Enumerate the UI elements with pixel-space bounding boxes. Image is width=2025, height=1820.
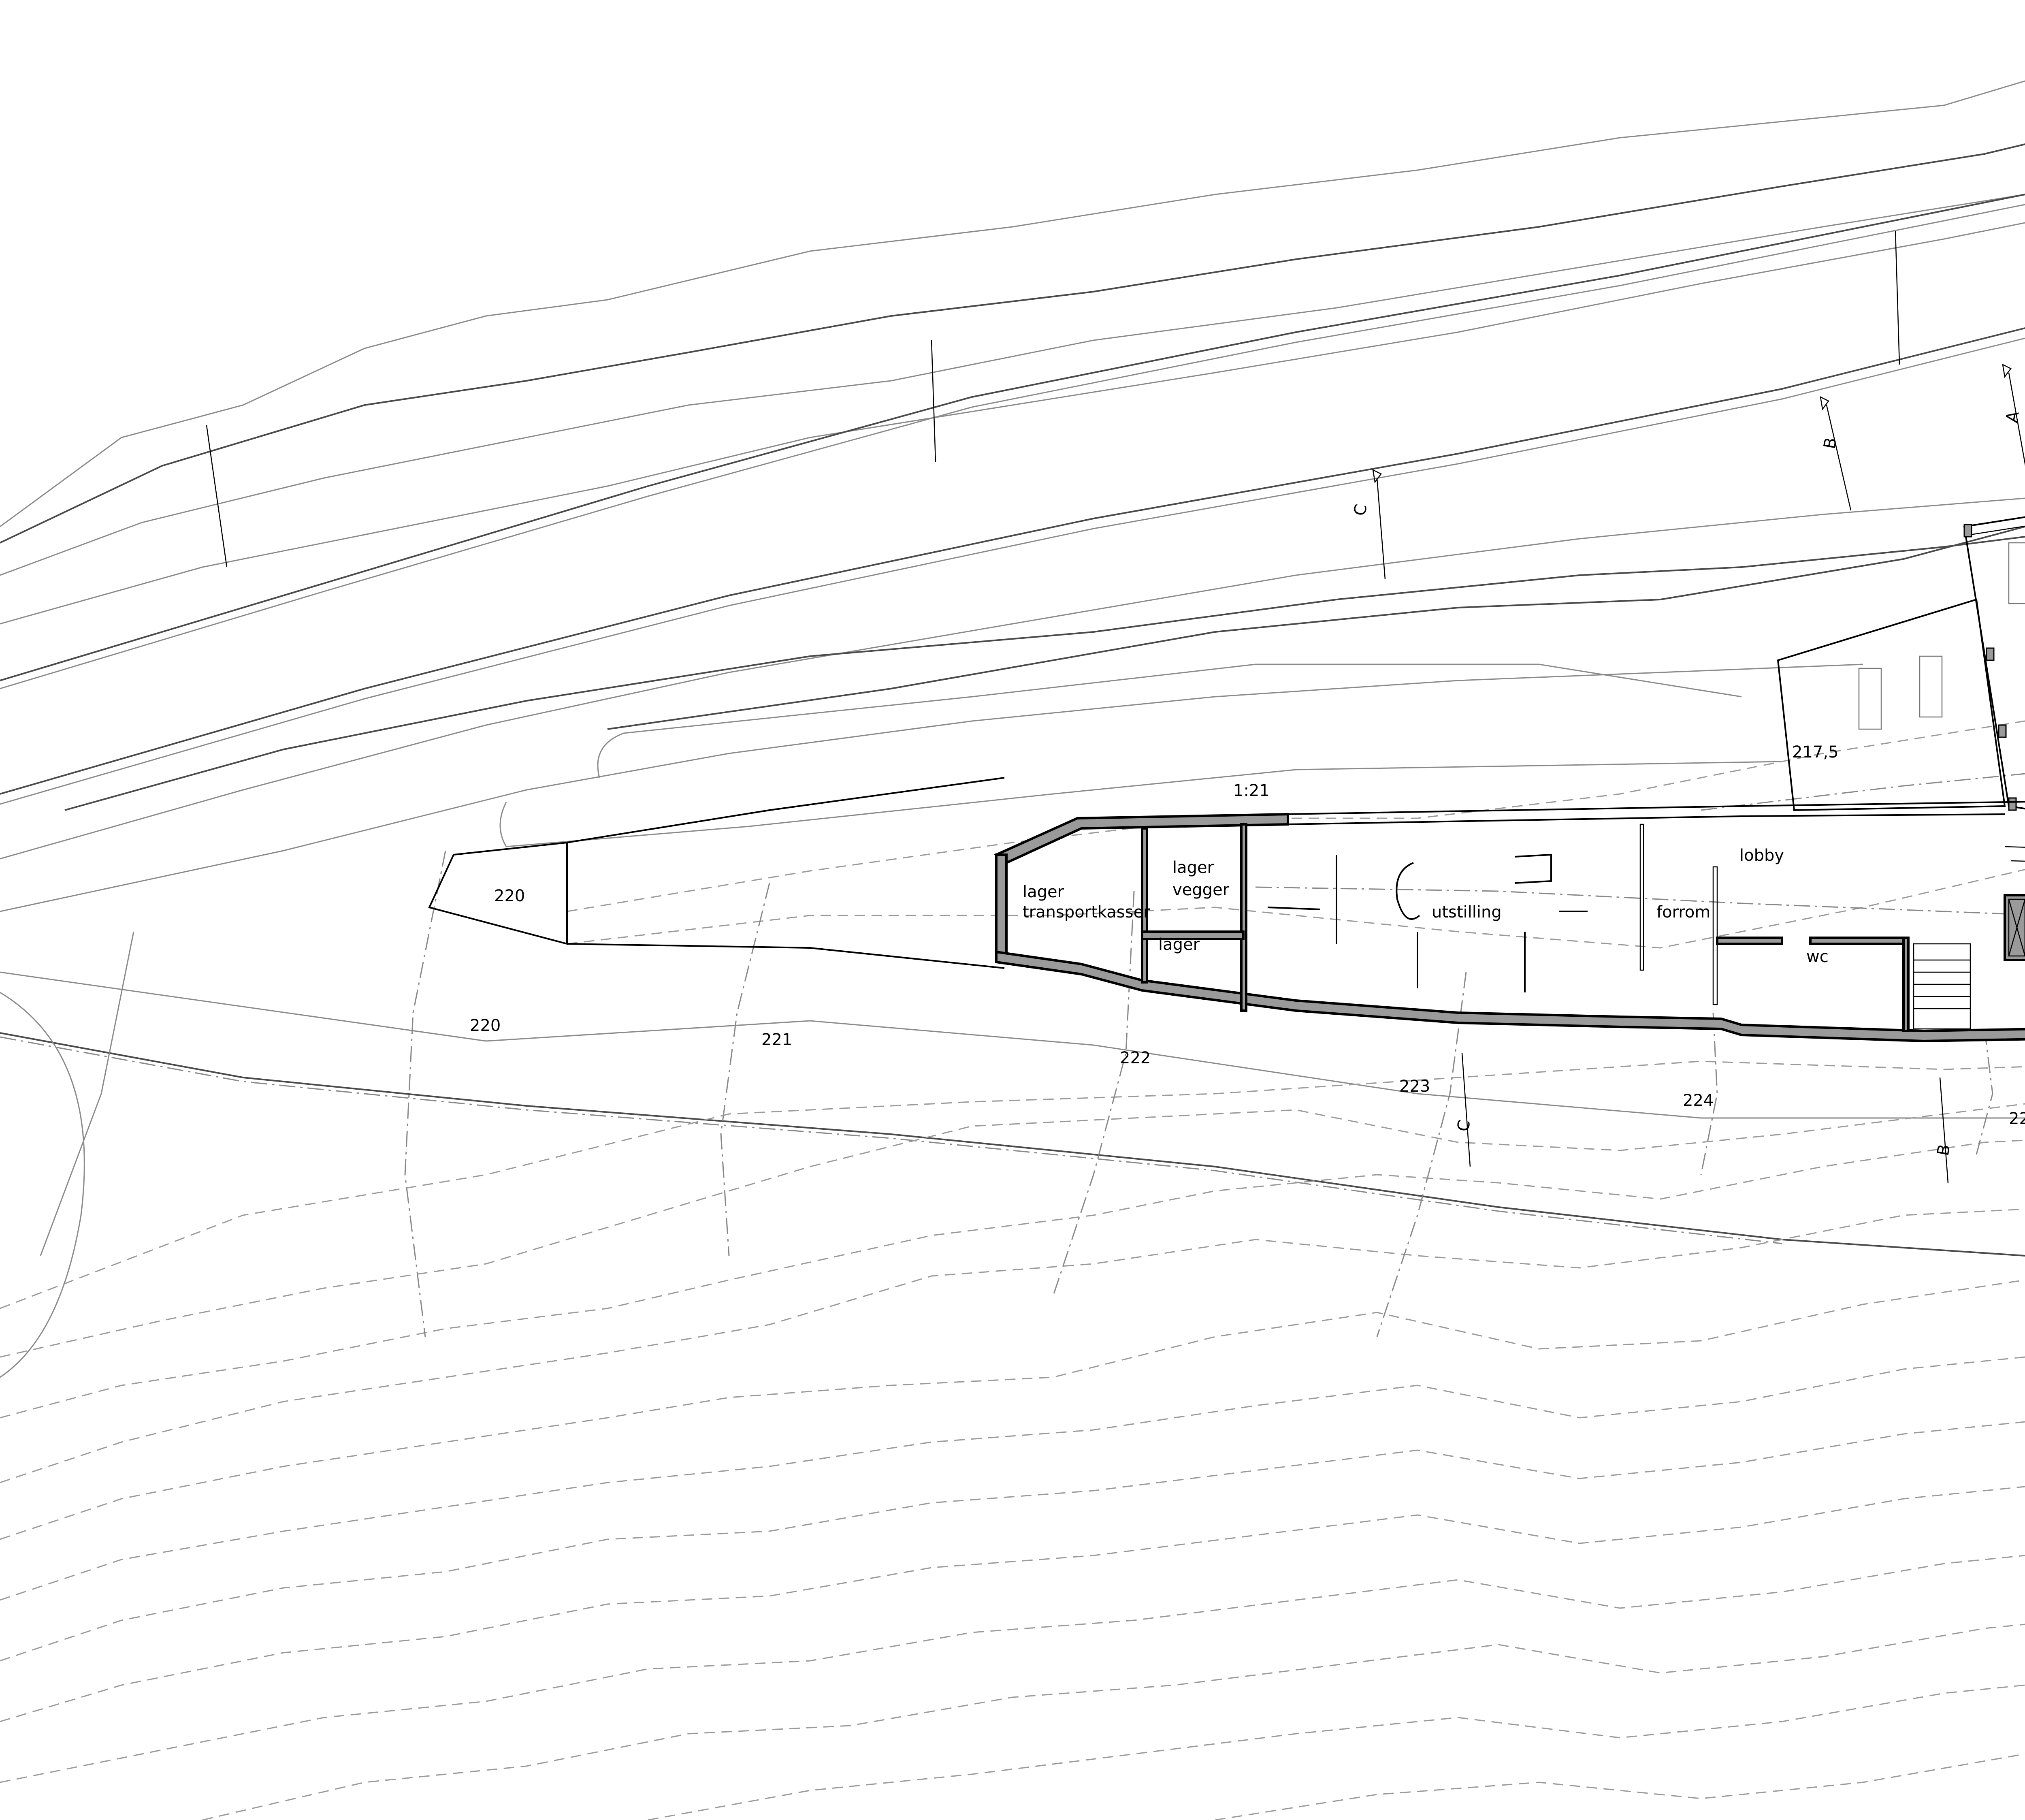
room-label-wc: wc xyxy=(1806,947,1829,966)
contour-label-225: 225 xyxy=(2009,1109,2025,1128)
section-markers xyxy=(1372,363,2025,1183)
dashed-contours xyxy=(567,720,2025,949)
north-contours xyxy=(0,80,2025,912)
section-label-c-top: C xyxy=(1351,503,1371,517)
room-label-lager-vegger-2: vegger xyxy=(1172,881,1230,899)
terrace-level-label: 217,5 xyxy=(1792,743,1839,762)
exhibit-partitions xyxy=(1267,853,1588,992)
cafe-terrace xyxy=(1777,598,2006,811)
contour-label-224: 224 xyxy=(1683,1091,1714,1110)
room-label-lager-transportkasser-1: lager xyxy=(1023,883,1064,901)
cafe-area xyxy=(1858,516,2025,811)
room-label-lager-transportkasser-2: transportkasser xyxy=(1023,903,1150,922)
section-label-b-bottom: B xyxy=(1934,1143,1954,1157)
room-label-lobby: lobby xyxy=(1739,846,1784,865)
section-label-a-top: A xyxy=(2003,410,2023,424)
contour-label-220-terrace: 220 xyxy=(494,887,525,905)
contour-label-223: 223 xyxy=(1399,1077,1430,1096)
slope-label: 1:21 xyxy=(1233,781,1270,800)
south-contours xyxy=(0,850,2025,1820)
section-label-b-top: B xyxy=(1820,436,1841,450)
room-label-forrom: forrom xyxy=(1656,903,1710,922)
building-walls xyxy=(994,801,2025,1043)
contour-label-221: 221 xyxy=(761,1031,792,1049)
room-label-utstilling: utstilling xyxy=(1432,903,1502,922)
contour-label-222: 222 xyxy=(1120,1049,1151,1067)
room-label-lager-small: lager xyxy=(1158,935,1200,954)
labels: C B A C B A 1:21 217,5 lager transportka… xyxy=(470,410,2025,1157)
room-label-lager-vegger-1: lager xyxy=(1172,858,1214,877)
contour-label-220: 220 xyxy=(470,1016,501,1035)
cafe-tables xyxy=(1858,542,2025,730)
section-label-c-bottom: C xyxy=(1454,1118,1474,1133)
west-terrace xyxy=(428,777,1005,969)
